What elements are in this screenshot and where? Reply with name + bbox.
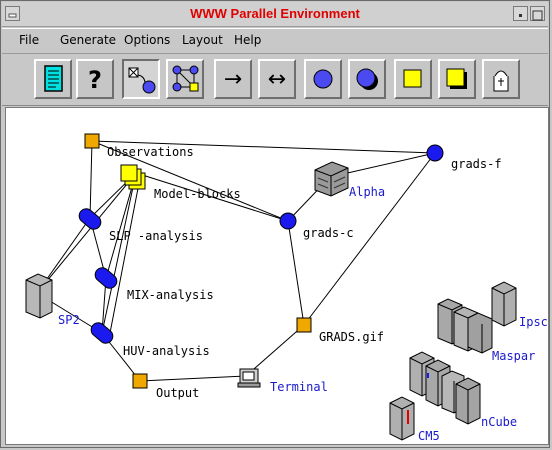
square-shadow-node-icon <box>446 68 467 89</box>
grads-f-label: grads-f <box>451 157 502 171</box>
document-button[interactable] <box>34 59 72 99</box>
mix-analysis-node[interactable] <box>92 265 119 291</box>
alpha-label: Alpha <box>349 185 386 199</box>
edge <box>36 177 133 294</box>
square-node-icon <box>403 69 422 88</box>
edge <box>91 140 289 222</box>
maximize-button[interactable] <box>530 6 545 21</box>
grads-c-node[interactable] <box>279 212 297 230</box>
terminal-node[interactable] <box>237 368 261 388</box>
menu-layout[interactable]: Layout <box>182 33 223 47</box>
graph-canvas[interactable]: Observations Model-blocks SLP -analysis … <box>5 107 549 445</box>
graph-layout-icon <box>172 65 199 92</box>
help-icon: ? <box>88 66 102 94</box>
ncube-node[interactable] <box>409 351 481 425</box>
lock-file-icon <box>493 70 509 92</box>
delete-node-icon <box>128 67 156 94</box>
sp2-label: SP2 <box>58 313 80 327</box>
toolbar: ? → <box>2 53 548 106</box>
grads-gif-node[interactable] <box>296 317 312 333</box>
cm5-label: CM5 <box>418 429 440 443</box>
cm5-node[interactable] <box>389 396 415 441</box>
delete-node-button[interactable] <box>122 59 160 99</box>
output-node[interactable] <box>132 373 148 389</box>
svg-text:↔: ↔ <box>268 67 286 92</box>
output-label: Output <box>156 386 200 400</box>
window-title: WWW Parallel Environment <box>190 6 360 21</box>
circle-shadow-node-button[interactable] <box>348 59 386 99</box>
edge <box>287 220 305 326</box>
grads-gif-label: GRADS.gif <box>319 330 385 344</box>
circle-node-button[interactable] <box>304 59 342 99</box>
minimize-button[interactable] <box>513 6 528 21</box>
svg-text:?: ? <box>88 66 102 94</box>
graph-layout-button[interactable] <box>166 59 204 99</box>
arrow-right-button[interactable]: → <box>214 59 252 99</box>
arrow-both-button[interactable]: ↔ <box>258 59 296 99</box>
ncube-label: nCube <box>481 415 518 429</box>
slp-analysis-label: SLP -analysis <box>109 229 203 243</box>
edges <box>36 140 436 382</box>
observations-node[interactable] <box>84 133 100 149</box>
observations-label: Observations <box>107 145 194 159</box>
maspar-label: Maspar <box>492 349 536 363</box>
edge <box>101 172 137 334</box>
square-node-button[interactable] <box>394 59 432 99</box>
edge <box>245 324 305 377</box>
grads-c-label: grads-c <box>303 226 354 240</box>
sp2-node[interactable] <box>25 273 53 319</box>
model-blocks-node[interactable] <box>120 164 146 190</box>
circle-node-icon <box>313 69 333 89</box>
document-icon <box>44 65 63 92</box>
menu-options[interactable]: Options <box>124 33 171 47</box>
window-menu-button[interactable] <box>5 6 20 21</box>
ipsc-label: Ipsc <box>519 315 548 329</box>
svg-text:→: → <box>224 67 242 92</box>
menu-bar: File Generate Options Layout Help <box>2 28 548 54</box>
menu-help[interactable]: Help <box>234 33 262 47</box>
menu-file[interactable]: File <box>19 33 40 47</box>
square-shadow-node-button[interactable] <box>438 59 476 99</box>
edge <box>109 177 141 334</box>
terminal-label: Terminal <box>270 380 328 394</box>
circle-shadow-node-icon <box>356 68 378 90</box>
model-blocks-label: Model-blocks <box>154 187 241 201</box>
arrow-both-icon: ↔ <box>268 67 286 92</box>
edge <box>105 172 137 279</box>
edge <box>139 375 247 382</box>
grads-f-node[interactable] <box>426 144 444 162</box>
huv-analysis-label: HUV-analysis <box>123 344 210 358</box>
maspar-node[interactable] <box>437 298 493 354</box>
slp-analysis-node[interactable] <box>76 206 103 232</box>
lock-file-button[interactable] <box>482 59 520 99</box>
edge <box>91 140 436 154</box>
huv-analysis-node[interactable] <box>88 320 115 346</box>
title-bar[interactable]: WWW Parallel Environment <box>2 2 548 27</box>
edge <box>135 172 289 222</box>
edge <box>89 140 93 219</box>
help-button[interactable]: ? <box>76 59 114 99</box>
menu-generate[interactable]: Generate <box>60 33 117 47</box>
mix-analysis-label: MIX-analysis <box>127 288 214 302</box>
arrow-right-icon: → <box>224 67 242 92</box>
alpha-node[interactable] <box>314 161 349 197</box>
edge <box>303 152 436 326</box>
ipsc-node[interactable] <box>491 281 517 327</box>
graph-edges <box>25 133 517 441</box>
